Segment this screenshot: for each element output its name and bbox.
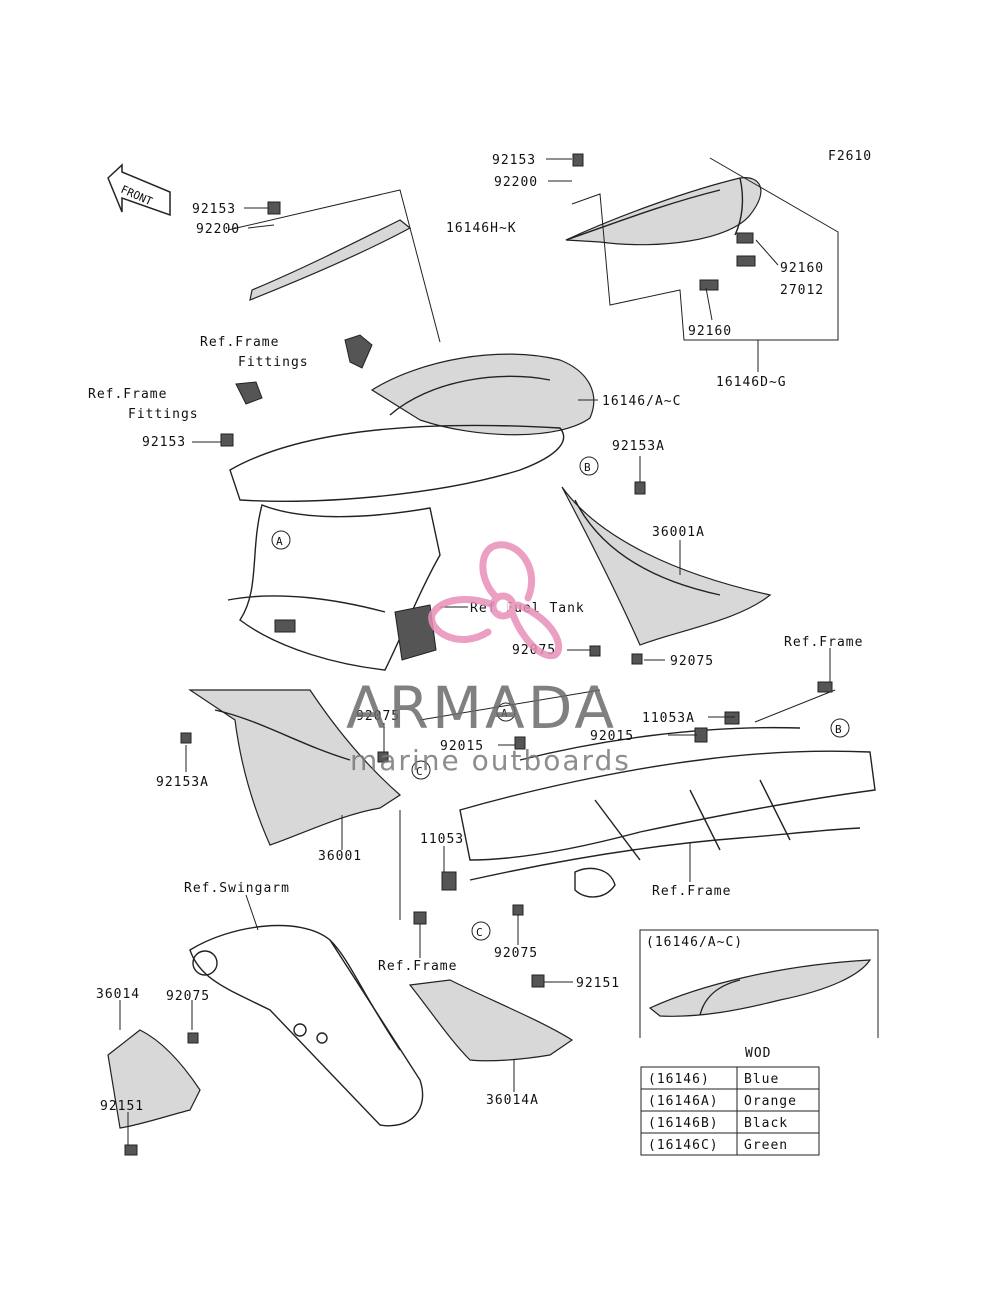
label-ref-frame-fittings-1b: Fittings bbox=[238, 355, 309, 370]
callout-C2: C bbox=[471, 921, 491, 941]
callout-C1: C bbox=[411, 760, 431, 780]
label-16146DG: 16146D~G bbox=[716, 375, 787, 390]
label-92151-left: 92151 bbox=[100, 1099, 144, 1114]
swingarm bbox=[189, 924, 424, 1127]
callout-B1: B bbox=[579, 456, 599, 476]
label-92151-right: 92151 bbox=[576, 976, 620, 991]
side-panel-36001A bbox=[561, 486, 772, 646]
label-27012: 27012 bbox=[780, 283, 824, 298]
fasteners bbox=[124, 153, 646, 1156]
chain-guard-36014A bbox=[408, 979, 574, 1062]
label-92153-left: 92153 bbox=[192, 202, 236, 217]
svg-text:A: A bbox=[276, 535, 283, 548]
label-92153A-left: 92153A bbox=[156, 775, 209, 790]
seat-cowl-left bbox=[227, 189, 441, 343]
figure-code: F2610 bbox=[828, 149, 872, 164]
label-92075-b: 92075 bbox=[670, 654, 714, 669]
label-11053A: 11053A bbox=[642, 711, 695, 726]
side-panel-36001 bbox=[188, 689, 401, 846]
side-cover-main bbox=[229, 334, 595, 502]
label-92160-bottom: 92160 bbox=[688, 324, 732, 339]
front-arrow-icon: FRONT bbox=[107, 163, 171, 217]
label-92200-left: 92200 bbox=[196, 222, 240, 237]
label-16146HK: 16146H~K bbox=[446, 221, 517, 236]
wod-row-color: Black bbox=[744, 1116, 788, 1131]
tail-cowl-upper bbox=[565, 157, 839, 341]
label-92075-d: 92075 bbox=[494, 946, 538, 961]
label-92160-right: 92160 bbox=[780, 261, 824, 276]
leader-lines bbox=[119, 158, 831, 1145]
rear-fender bbox=[227, 504, 441, 671]
label-92075-c: 92075 bbox=[356, 709, 400, 724]
inset-panel: (16146/A~C) WOD bbox=[639, 929, 879, 1061]
label-36001A: 36001A bbox=[652, 525, 705, 540]
propeller-logo-icon bbox=[428, 541, 563, 660]
wod-table: (16146) Blue (16146A) Orange (16146B) Bl… bbox=[640, 1066, 820, 1156]
callout-A1: A bbox=[271, 530, 291, 550]
label-ref-frame-fittings-1a: Ref.Frame bbox=[200, 335, 279, 350]
label-92075-e: 92075 bbox=[166, 989, 210, 1004]
svg-text:A: A bbox=[501, 707, 508, 720]
label-ref-frame-right: Ref.Frame bbox=[784, 635, 863, 650]
label-ref-frame-center: Ref.Frame bbox=[652, 884, 731, 899]
wod-row-color: Green bbox=[744, 1138, 788, 1153]
part-labels: 92153 92200 92153 92200 16146H~K 92160 2… bbox=[88, 153, 863, 1114]
wod-row-code: (16146B) bbox=[648, 1116, 719, 1131]
watermark-tagline: marine outboards bbox=[350, 744, 631, 777]
label-92200-top: 92200 bbox=[494, 175, 538, 190]
wod-row-color: Orange bbox=[744, 1094, 797, 1109]
wod-row-code: (16146) bbox=[648, 1072, 710, 1087]
label-ref-swingarm: Ref.Swingarm bbox=[184, 881, 290, 896]
label-ref-frame-fittings-2b: Fittings bbox=[128, 407, 199, 422]
callout-B2: B bbox=[830, 718, 850, 738]
wod-header: WOD bbox=[745, 1046, 771, 1061]
callouts: A B A B C C bbox=[271, 456, 850, 941]
frame bbox=[459, 681, 876, 898]
svg-text:C: C bbox=[476, 926, 483, 939]
label-ref-frame-fittings-2a: Ref.Frame bbox=[88, 387, 167, 402]
wod-row-code: (16146A) bbox=[648, 1094, 719, 1109]
label-ref-frame-lower: Ref.Frame bbox=[378, 959, 457, 974]
label-36001: 36001 bbox=[318, 849, 362, 864]
label-92153A-right: 92153A bbox=[612, 439, 665, 454]
label-11053: 11053 bbox=[420, 832, 464, 847]
svg-text:C: C bbox=[416, 765, 423, 778]
label-92153-mid: 92153 bbox=[142, 435, 186, 450]
label-36014: 36014 bbox=[96, 987, 140, 1002]
label-92153-top: 92153 bbox=[492, 153, 536, 168]
wod-row-color: Blue bbox=[744, 1072, 779, 1087]
label-16146AC: 16146/A~C bbox=[602, 394, 681, 409]
label-92015-left: 92015 bbox=[440, 739, 484, 754]
callout-A2: A bbox=[496, 702, 516, 722]
svg-text:B: B bbox=[584, 461, 591, 474]
wod-row-code: (16146C) bbox=[648, 1138, 719, 1153]
watermark: ARMADA marine outboards bbox=[346, 541, 631, 777]
label-92015-right: 92015 bbox=[590, 729, 634, 744]
watermark-brand: ARMADA bbox=[346, 674, 617, 742]
inset-title: (16146/A~C) bbox=[646, 935, 743, 950]
label-36014A: 36014A bbox=[486, 1093, 539, 1108]
chain-guard-36014 bbox=[107, 1029, 201, 1129]
svg-text:B: B bbox=[835, 723, 842, 736]
